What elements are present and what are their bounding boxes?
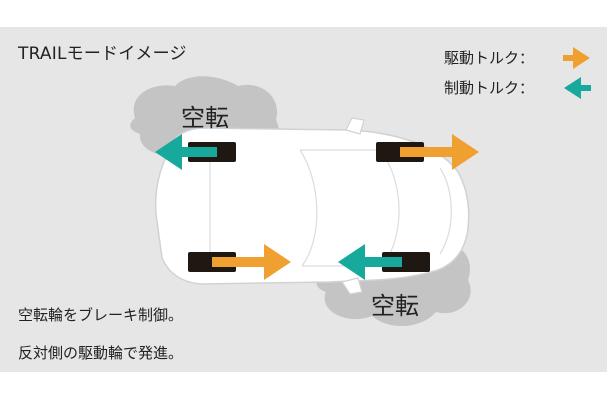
caption-line-2: 反対側の駆動輪で発進。 bbox=[18, 344, 184, 362]
drive-arrow-rear-left bbox=[212, 244, 291, 280]
spin-label-rear-right: 空転 bbox=[371, 292, 419, 320]
caption-line-1: 空転輪をブレーキ制御。 bbox=[18, 306, 184, 324]
left-arrow-icon bbox=[564, 77, 591, 99]
legend-drive-torque: 駆動トルク： bbox=[444, 49, 535, 67]
right-arrow-icon bbox=[563, 47, 590, 69]
diagram-title: TRAILモードイメージ bbox=[18, 44, 187, 64]
spin-label-front-left: 空転 bbox=[181, 104, 229, 132]
brake-arrow-rear-right bbox=[338, 244, 402, 280]
brake-arrow-front-left bbox=[155, 134, 217, 170]
drive-arrow-front-right bbox=[400, 134, 479, 170]
legend-brake-torque: 制動トルク： bbox=[444, 79, 535, 97]
